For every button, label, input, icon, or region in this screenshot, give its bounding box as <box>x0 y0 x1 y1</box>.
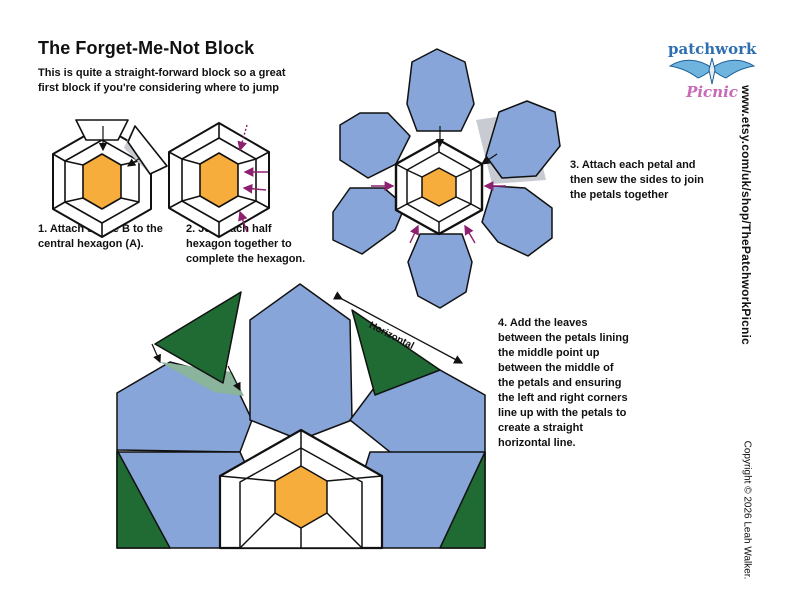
logo-word-picnic: Picnic <box>686 83 738 101</box>
logo-word-patchwork: patchwork <box>668 40 757 58</box>
step-4-text: 4. Add the leaves between the petals lin… <box>498 317 629 449</box>
step-3-diagram <box>332 48 561 309</box>
patchwork-picnic-logo: patchwork Picnic <box>668 40 756 106</box>
petal-bottom <box>407 233 473 309</box>
intro-text: This is quite a straight-forward block s… <box>38 67 286 94</box>
wings-icon <box>668 57 756 85</box>
petal-upper-right <box>485 100 561 179</box>
petal-upper-left <box>339 112 411 179</box>
step-1-diagram <box>52 119 168 238</box>
step-2-diagram <box>168 122 270 238</box>
petal-lower-right <box>481 185 553 257</box>
page-title: The Forget-Me-Not Block <box>38 38 255 58</box>
step-3-text: 3. Attach each petal and then sew the si… <box>570 159 704 201</box>
petal-top <box>406 48 475 132</box>
petal-lower-left <box>332 187 406 255</box>
step-4-diagram <box>116 283 486 550</box>
